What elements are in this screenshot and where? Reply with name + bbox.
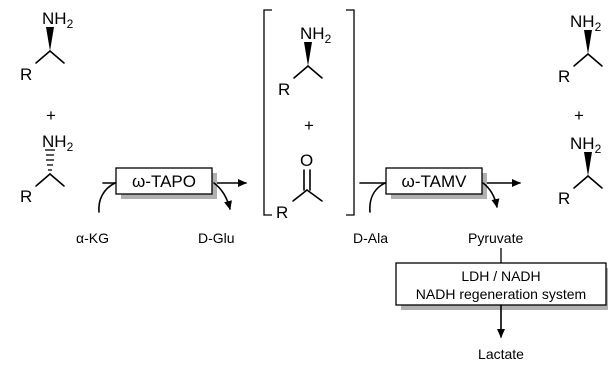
cosubstrate-first-out: D-Glu <box>198 230 235 246</box>
r-group-label: R <box>278 80 290 99</box>
recycling-line-one: LDH / NADH <box>461 268 540 284</box>
plus-sign-left: + <box>46 106 56 125</box>
enzyme-box <box>115 167 213 195</box>
amine-label: NH2 <box>570 134 602 156</box>
amine-label: NH2 <box>42 9 74 31</box>
step-two: ω-TAMV D-Ala Pyruvate <box>353 167 523 246</box>
r-group-label: R <box>20 65 32 84</box>
plus-sign-right: + <box>574 106 584 125</box>
start-amine-wedge: NH2 R <box>20 9 74 84</box>
cosubstrate-second-in: D-Ala <box>353 230 388 246</box>
enzyme-box <box>385 167 483 195</box>
recycling-product: Lactate <box>478 346 524 362</box>
oxygen-label: O <box>300 151 313 170</box>
amine-label: NH2 <box>300 24 332 46</box>
hashed-bond <box>45 149 55 171</box>
intermediate-amine: NH2 R <box>278 24 332 99</box>
r-group-label: R <box>20 187 32 206</box>
recycling-line-two: NADH regeneration system <box>416 286 586 302</box>
r-group-label: R <box>276 203 288 222</box>
r-group-label: R <box>558 189 570 208</box>
amine-label: NH2 <box>570 12 602 34</box>
start-amine-hashed: NH2 R <box>20 132 74 206</box>
wedge-bond <box>584 152 592 176</box>
plus-sign-bracket: + <box>304 116 314 135</box>
enzyme-label-second: ω-TAMV <box>402 172 468 191</box>
cosubstrate-second-out: Pyruvate <box>468 230 523 246</box>
recycling-system: LDH / NADH NADH regeneration system Lact… <box>395 248 608 362</box>
enzyme-label-first: ω-TAPO <box>132 172 196 191</box>
recycling-box <box>395 262 607 306</box>
amine-label: NH2 <box>42 132 74 154</box>
cosubstrate-first-in: α-KG <box>76 230 109 246</box>
r-group-label: R <box>558 67 570 86</box>
wedge-bond <box>304 42 312 66</box>
wedge-bond <box>46 27 54 51</box>
intermediate-bracket: NH2 R + O R <box>263 9 355 222</box>
product-amine-top: NH2 R <box>558 12 603 86</box>
ketone: O R <box>276 151 323 222</box>
wedge-bond <box>584 30 592 54</box>
step-one: ω-TAPO α-KG D-Glu <box>76 167 247 246</box>
product-amine-bottom: NH2 R <box>558 134 603 208</box>
